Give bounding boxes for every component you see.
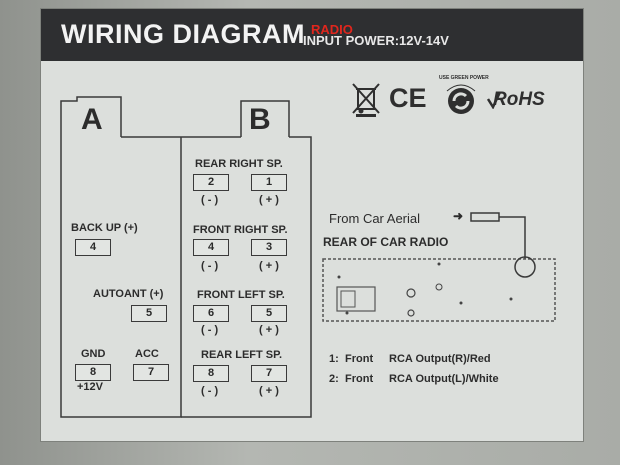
rear-right-pos-pin: 1 (251, 174, 287, 191)
rear-right-neg-sign: ( - ) (201, 194, 219, 206)
front-right-neg-sign: ( - ) (201, 260, 219, 272)
rear-right-label: REAR RIGHT SP. (195, 158, 283, 170)
diagram-title: WIRING DIAGRAM (61, 19, 305, 49)
connector-outline (60, 96, 556, 418)
front-left-pos-pin: 5 (251, 305, 287, 322)
front-right-neg-pin: 4 (193, 239, 229, 256)
from-car-aerial-label: From Car Aerial (329, 211, 421, 226)
rca-2-num: 2: (329, 373, 339, 385)
green-dot-arc-text: USE GREEN POWER (439, 75, 489, 81)
rear-left-pos-pin: 7 (251, 365, 287, 382)
front-right-label: FRONT RIGHT SP. (193, 224, 288, 236)
rear-right-neg-pin: 2 (193, 174, 229, 191)
front-left-label: FRONT LEFT SP. (197, 289, 285, 301)
aerial-arrow-icon: ➜ (453, 209, 464, 223)
front-left-neg-pin: 6 (193, 305, 229, 322)
front-left-pos-sign: ( + ) (259, 324, 279, 336)
rca-2-desc: RCA Output(L)/White (389, 373, 499, 385)
gnd-pin: 8 (75, 364, 111, 381)
weee-bin-icon (352, 83, 380, 117)
front-right-pos-sign: ( + ) (259, 260, 279, 272)
rca-1-side: Front (345, 353, 374, 365)
rear-left-neg-sign: ( - ) (201, 385, 219, 397)
rca-2-side: Front (345, 373, 374, 385)
rohs-mark: RoHS (493, 89, 545, 110)
radio-tag: RADIO (311, 22, 353, 37)
autoant-pin: 5 (131, 305, 167, 322)
header-bar: WIRING DIAGRAM RADIO INPUT POWER:12V-14V (41, 9, 583, 61)
backup-pin: 4 (75, 239, 111, 256)
backup-label: BACK UP (+) (71, 222, 138, 234)
gnd-label: GND (81, 348, 106, 360)
rca-1-num: 1: (329, 353, 339, 365)
front-left-neg-sign: ( - ) (201, 324, 219, 336)
ce-mark: CE (389, 83, 427, 113)
connector-b-label: B (249, 103, 271, 136)
input-power-text: INPUT POWER:12V-14V (303, 33, 449, 48)
rear-left-label: REAR LEFT SP. (201, 349, 283, 361)
acc-pin: 7 (133, 364, 169, 381)
rear-of-radio-label: REAR OF CAR RADIO (323, 235, 449, 249)
autoant-label: AUTOANT (+) (93, 288, 164, 300)
rca-1-desc: RCA Output(R)/Red (389, 353, 491, 365)
rohs-check-icon (487, 91, 501, 109)
connector-a-label: A (81, 103, 103, 136)
rear-left-neg-pin: 8 (193, 365, 229, 382)
green-dot-icon (446, 84, 476, 114)
wiring-label-sticker: WIRING DIAGRAM RADIO INPUT POWER:12V-14V… (40, 8, 584, 442)
plus12v-label: +12V (77, 381, 103, 393)
front-right-pos-pin: 3 (251, 239, 287, 256)
acc-label: ACC (135, 348, 159, 360)
rear-left-pos-sign: ( + ) (259, 385, 279, 397)
rear-right-pos-sign: ( + ) (259, 194, 279, 206)
